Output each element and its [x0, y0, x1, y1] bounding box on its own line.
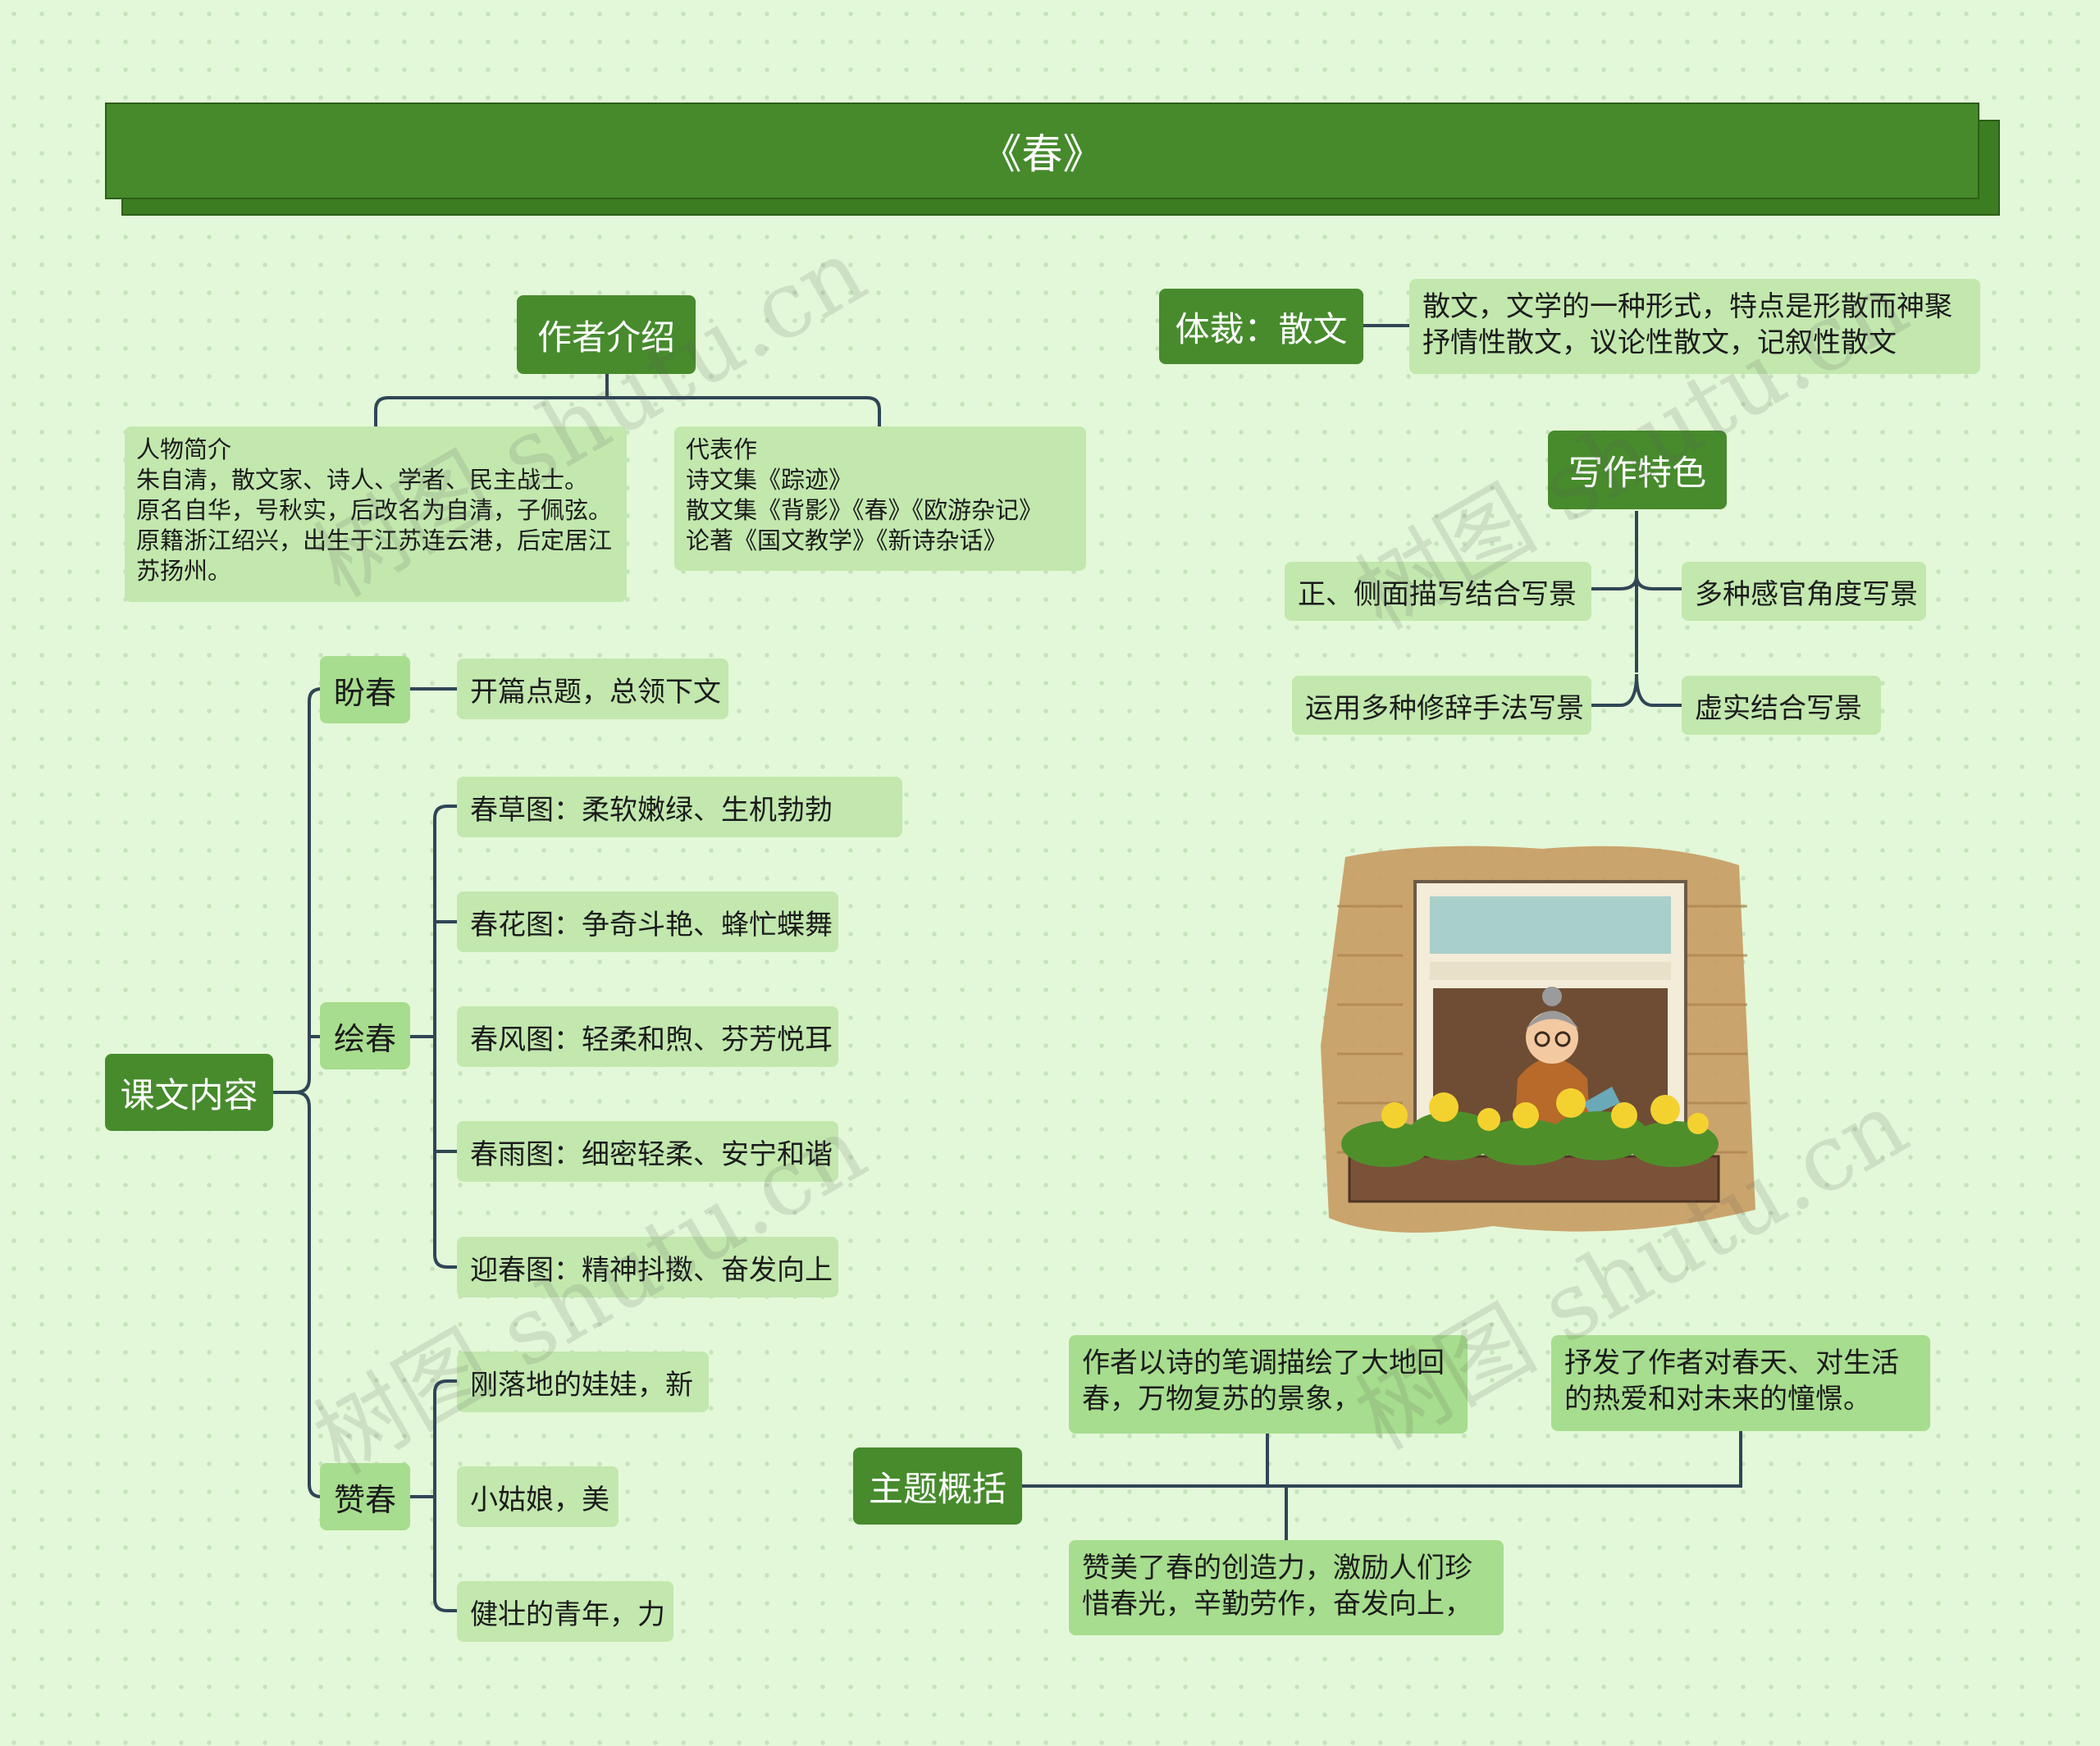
genre-header: 体裁：散文	[1159, 289, 1363, 364]
content-group-label: 盼春	[320, 656, 410, 723]
author-profile-note: 人物简介 朱自清，散文家、诗人、学者、民主战士。 原名自华，号秋实，后改名为自清…	[125, 426, 627, 602]
theme-line: 赞美了春的创造力，激励人们珍	[1082, 1552, 1472, 1584]
features-header: 写作特色	[1548, 431, 1727, 509]
works-heading: 代表作	[686, 435, 758, 463]
content-item: 刚落地的娃娃，新	[457, 1352, 709, 1412]
genre-line: 抒情性散文，议论性散文，记叙性散文	[1422, 326, 1897, 359]
theme-header: 主题概括	[853, 1447, 1022, 1525]
content-item: 小姑娘，美	[457, 1466, 619, 1527]
theme-line: 惜春光，辛勤劳作，奋发向上，	[1082, 1588, 1472, 1621]
genre-note: 散文，文学的一种形式，特点是形散而神聚 抒情性散文，议论性散文，记叙性散文	[1409, 279, 1980, 374]
profile-heading: 人物简介	[136, 435, 232, 463]
content-header: 课文内容	[105, 1054, 273, 1131]
theme-line: 的热爱和对未来的憧憬。	[1564, 1383, 1871, 1415]
feature-item: 多种感官角度写景	[1682, 562, 1926, 621]
theme-item: 抒发了作者对春天、对生活 的热爱和对未来的憧憬。	[1551, 1335, 1930, 1431]
profile-line: 原籍浙江绍兴，出生于江苏连云港，后定居江	[136, 527, 613, 554]
content-item: 春雨图：细密轻柔、安宁和谐	[457, 1121, 838, 1182]
profile-line: 原名自华，号秋实，后改名为自清，子佩弦。	[136, 496, 613, 524]
feature-item: 正、侧面描写结合写景	[1285, 562, 1591, 621]
author-header: 作者介绍	[517, 295, 696, 374]
profile-line: 苏扬州。	[136, 557, 232, 585]
content-item: 健壮的青年，力	[457, 1581, 673, 1642]
theme-item: 作者以诗的笔调描绘了大地回 春，万物复苏的景象，	[1069, 1335, 1468, 1434]
content-item: 迎春图：精神抖擞、奋发向上	[457, 1237, 838, 1297]
content-item: 开篇点题，总领下文	[457, 659, 728, 719]
feature-item: 运用多种修辞手法写景	[1292, 676, 1591, 735]
content-item: 春花图：争奇斗艳、蜂忙蝶舞	[457, 891, 838, 952]
works-line: 散文集《背影》《春》《欧游杂记》	[686, 496, 1043, 524]
content-group-label: 赞春	[320, 1463, 410, 1530]
content-item: 春风图：轻柔和煦、芬芳悦耳	[457, 1006, 838, 1067]
page-title: 《春》	[105, 103, 1979, 199]
works-line: 诗文集《踪迹》	[686, 466, 853, 494]
theme-item: 赞美了春的创造力，激励人们珍 惜春光，辛勤劳作，奋发向上，	[1069, 1540, 1504, 1635]
theme-line: 作者以诗的笔调描绘了大地回	[1082, 1347, 1445, 1379]
works-line: 论著《国文教学》《新诗杂话》	[686, 527, 1007, 554]
theme-line: 抒发了作者对春天、对生活	[1564, 1347, 1899, 1379]
content-group-label: 绘春	[320, 1002, 410, 1069]
feature-item: 虚实结合写景	[1682, 676, 1881, 735]
window-illustration	[1321, 846, 1755, 1233]
theme-line: 春，万物复苏的景象，	[1082, 1383, 1361, 1415]
author-works-note: 代表作 诗文集《踪迹》 散文集《背影》《春》《欧游杂记》 论著《国文教学》《新诗…	[674, 426, 1086, 571]
content-item: 春草图：柔软嫩绿、生机勃勃	[457, 777, 902, 837]
genre-line: 散文，文学的一种形式，特点是形散而神聚	[1422, 290, 1952, 323]
profile-line: 朱自清，散文家、诗人、学者、民主战士。	[136, 466, 589, 494]
